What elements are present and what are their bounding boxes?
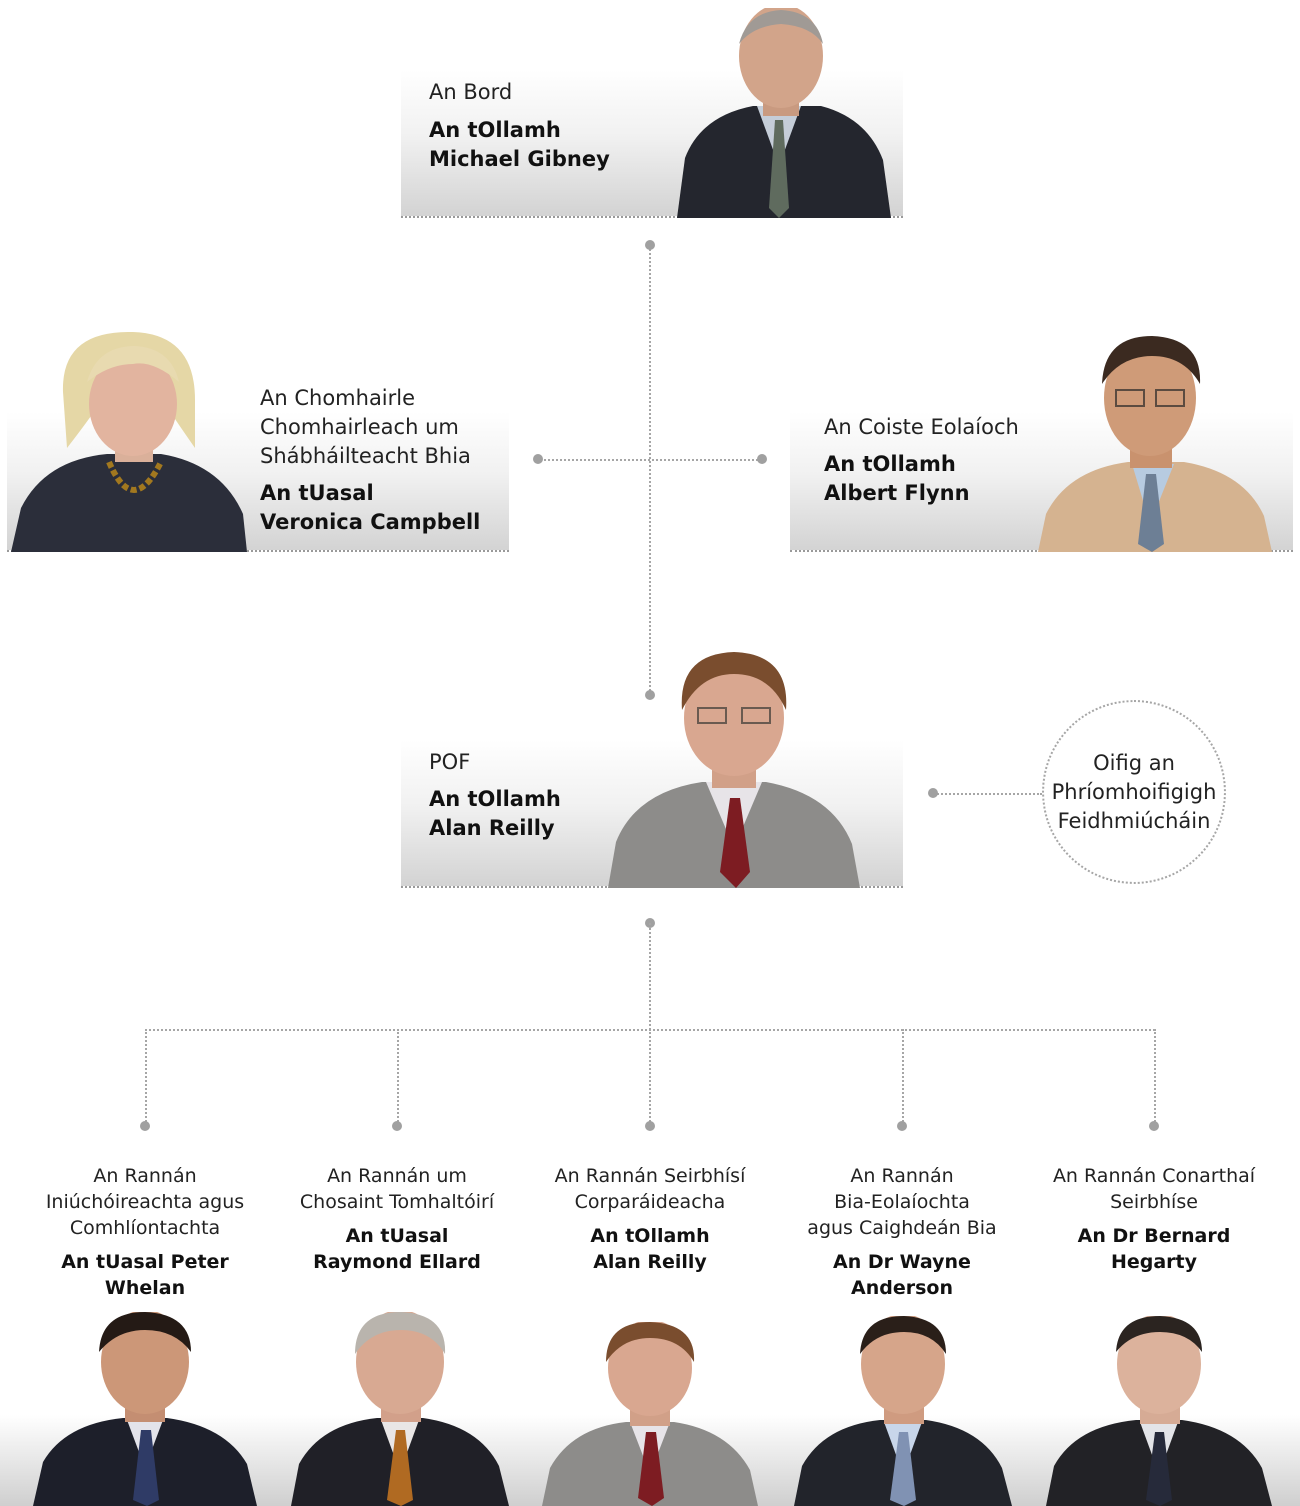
connector-ceo-to-divisions [649,923,651,1030]
division-head-line: An Dr Wayne [833,1251,971,1273]
ceo-photo [606,652,861,888]
advisory-role-line1: An Chomhairle [260,386,416,410]
advisory-committee-card: An Chomhairle Chomhairleach um Shábháilt… [7,330,509,552]
connector-dot [645,1121,655,1131]
division-role-line: Iniúchóireachta agus [45,1191,245,1213]
scientific-chair-photo [1034,332,1274,552]
division-role-line: Bia-Eolaíochta [834,1191,970,1213]
scientific-committee-card: An Coiste Eolaíoch An tOllamh Albert Fly… [790,330,1293,552]
advisory-role-line2: Chomhairleach um [260,415,459,439]
connector-division-5 [1154,1029,1156,1125]
division-1: An Rannán Iniúchóireachta agus Comhlíont… [20,1163,270,1301]
division-head-photo-3 [538,1322,763,1506]
board-name: Michael Gibney [429,147,610,171]
board-title: An tOllamh [429,118,561,142]
connector-dot [757,454,767,464]
connector-dot [392,1121,402,1131]
connector-dot [1149,1121,1159,1131]
ceo-role: POF [429,750,471,774]
division-3: An Rannán Seirbhísí Corparáideacha An tO… [525,1163,775,1275]
advisory-chair-photo [11,330,247,552]
division-role-line: agus Caighdeán Bia [807,1217,997,1239]
division-head-photo-1 [25,1312,265,1506]
connector-committees [540,459,762,461]
division-head-photo-2 [285,1312,515,1506]
division-head-line: Anderson [851,1277,953,1299]
advisory-role-line3: Shábháilteacht Bhia [260,444,471,468]
division-role-line: An Rannán Seirbhísí [554,1165,746,1187]
connector-dot [928,788,938,798]
division-5: An Rannán Conarthaí Seirbhíse An Dr Bern… [1029,1163,1279,1275]
division-head-line: An tOllamh [590,1225,710,1247]
scientific-role: An Coiste Eolaíoch [824,415,1019,439]
connector-dot [533,454,543,464]
connector-dot [140,1121,150,1131]
advisory-name: Veronica Campbell [260,510,481,534]
division-head-line: Whelan [104,1277,186,1299]
division-head-photo-4 [788,1316,1018,1506]
division-role-line: Seirbhíse [1110,1191,1198,1213]
division-4: An Rannán Bia-Eolaíochta agus Caighdeán … [777,1163,1027,1301]
board-role: An Bord [429,80,513,104]
connector-dot [897,1121,907,1131]
division-head-line: An tUasal Peter [61,1251,229,1273]
ceo-office-circle: Oifig an Phríomhoifigigh Feidhmiúcháin [1042,700,1226,884]
advisory-title: An tUasal [260,481,374,505]
scientific-title: An tOllamh [824,452,956,476]
ceo-office-line2: Phríomhoifigigh [1051,779,1217,804]
division-role-line: An Rannán [93,1165,197,1187]
board-chair-photo [671,8,891,218]
ceo-name: Alan Reilly [429,816,555,840]
division-head-line: Raymond Ellard [313,1251,481,1273]
division-head-line: Hegarty [1110,1251,1198,1273]
connector-board-to-ceo [649,245,651,695]
division-role-line: Chosaint Tomhaltóirí [299,1191,495,1213]
connector-division-2 [397,1029,399,1125]
scientific-name: Albert Flynn [824,481,970,505]
division-role-line: An Rannán Conarthaí [1052,1165,1256,1187]
board-card: An Bord An tOllamh Michael Gibney [401,0,903,218]
division-head-line: An tUasal [345,1225,449,1247]
division-role-line: Comhlíontachta [69,1217,221,1239]
division-role-line: An Rannán [850,1165,954,1187]
connector-division-1 [145,1029,147,1125]
division-2: An Rannán um Chosaint Tomhaltóirí An tUa… [272,1163,522,1275]
division-head-line: Alan Reilly [593,1251,707,1273]
division-role-line: Corparáideacha [574,1191,726,1213]
ceo-title: An tOllamh [429,787,561,811]
ceo-office-line1: Oifig an [1093,750,1175,775]
ceo-office-line3: Feidhmiúcháin [1057,808,1211,833]
connector-division-4 [902,1029,904,1125]
ceo-card: POF An tOllamh Alan Reilly [401,650,903,888]
connector-dot [645,690,655,700]
connector-division-3 [649,1029,651,1125]
division-head-line: An Dr Bernard [1077,1225,1231,1247]
connector-ceo-office [934,793,1042,795]
division-role-line: An Rannán um [327,1165,467,1187]
connector-dot [645,240,655,250]
division-head-photo-5 [1040,1316,1278,1506]
